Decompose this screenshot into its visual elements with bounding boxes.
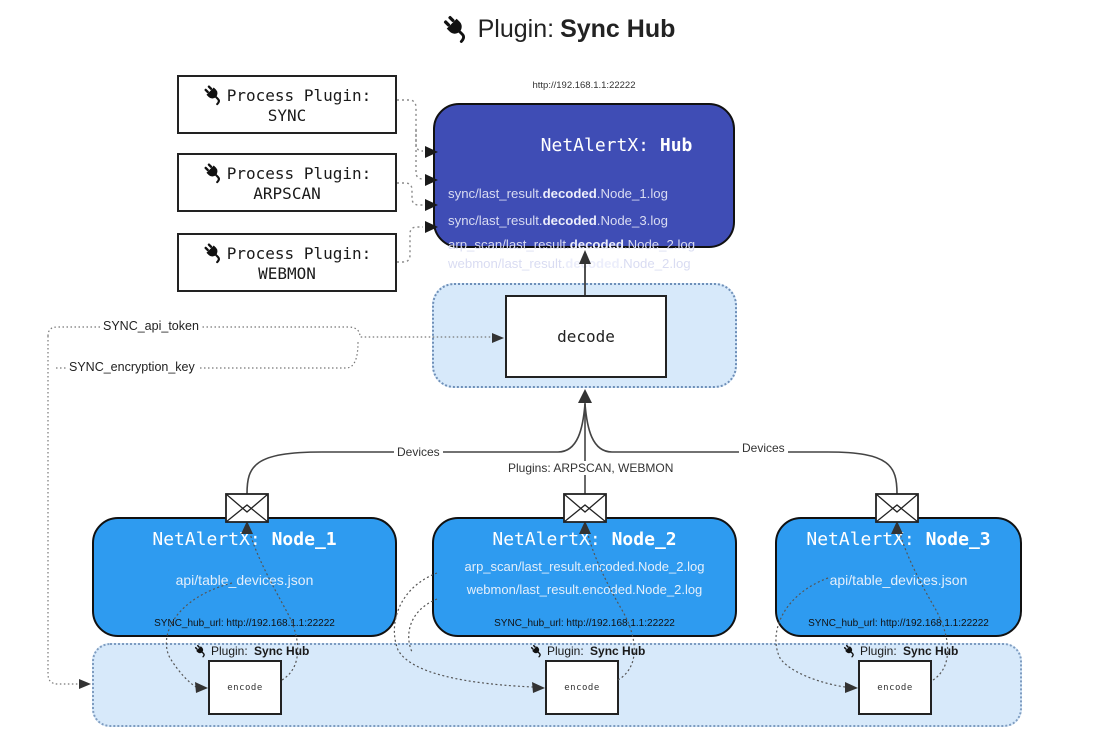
encode-plugin-label: Plugin: Sync Hub (194, 644, 309, 658)
node-box-node-2: NetAlertX: Node_2 arp_scan/last_result.e… (432, 517, 737, 637)
plug-icon (194, 644, 208, 658)
encode-box: encode (858, 660, 932, 715)
node-hub-url: SYNC_hub_url: http://192.168.1.1:22222 (154, 618, 335, 629)
process-plugin-box-webmon: Process Plugin: WEBMON (177, 233, 397, 292)
sync-api-token-label: SYNC_api_token (100, 319, 202, 333)
connector-plugins-to-hub (397, 99, 424, 263)
node-box-node-3: NetAlertX: Node_3 api/table_devices.json… (775, 517, 1022, 637)
process-plugin-box-arpscan: Process Plugin: ARPSCAN (177, 153, 397, 212)
encode-plugin-label: Plugin: Sync Hub (843, 644, 958, 658)
plug-icon (530, 644, 544, 658)
strip-settings-arrow (79, 679, 91, 689)
encode-plugin-label: Plugin: Sync Hub (530, 644, 645, 658)
node-title-name: Node_2 (611, 529, 677, 550)
plug-icon (203, 242, 225, 264)
node-title-prefix: NetAlertX: (492, 529, 612, 550)
page-title-prefix: Plugin: (477, 14, 555, 43)
node-file-line: arp_scan/last_result.encoded.Node_2.log (464, 559, 705, 574)
plugins-edge-label: Plugins: ARPSCAN, WEBMON (505, 461, 677, 475)
page-title: Plugin: Sync Hub (0, 14, 1117, 44)
encode-box: encode (208, 660, 282, 715)
hub-title: NetAlertX: Hub (435, 114, 733, 177)
connector-nodes-to-decode (246, 402, 898, 495)
hub-title-prefix: NetAlertX: (540, 135, 660, 156)
node-hub-url: SYNC_hub_url: http://192.168.1.1:22222 (808, 618, 989, 629)
plug-icon (203, 84, 225, 106)
process-plugin-name: WEBMON (258, 264, 316, 283)
node-title-name: Node_1 (271, 529, 337, 550)
node-hub-url: SYNC_hub_url: http://192.168.1.1:22222 (494, 618, 675, 629)
node-file-line: api/table_devices.json (175, 572, 314, 588)
process-plugin-name: SYNC (267, 106, 307, 125)
process-plugin-box-sync: Process Plugin: SYNC (177, 75, 397, 134)
process-plugin-name: ARPSCAN (253, 184, 321, 203)
node-file-line: webmon/last_result.encoded.Node_2.log (466, 582, 703, 597)
hub-log-line: webmon/last_result.decoded.Node_2.log (448, 256, 691, 271)
plug-icon (442, 14, 472, 44)
decode-box: decode (505, 295, 667, 378)
node-title-prefix: NetAlertX: (152, 529, 272, 550)
hub-url-label: http://192.168.1.1:22222 (532, 80, 636, 91)
hub-log-line: arp_scan/last_result.decoded.Node_2.log (448, 237, 696, 252)
node-box-node-1: NetAlertX: Node_1 api/table_devices.json… (92, 517, 397, 637)
process-plugin-label: Process Plugin: (226, 163, 372, 183)
node-file-line: api/table_devices.json (829, 572, 968, 588)
node-title-prefix: NetAlertX: (806, 529, 926, 550)
node-title-name: Node_3 (925, 529, 991, 550)
process-plugin-label: Process Plugin: (226, 243, 372, 263)
hub-title-name: Hub (659, 135, 693, 156)
process-plugin-label: Process Plugin: (226, 85, 372, 105)
decode-in-arrow (578, 389, 592, 403)
hub-log-line: sync/last_result.decoded.Node_3.log (448, 213, 668, 228)
devices-edge-label-right: Devices (739, 441, 788, 455)
hub-log-line: sync/last_result.decoded.Node_1.log (448, 186, 668, 201)
plug-icon (843, 644, 857, 658)
devices-edge-label-left: Devices (394, 445, 443, 459)
plug-icon (203, 162, 225, 184)
sync-encryption-key-label: SYNC_encryption_key (66, 360, 198, 374)
hub-box: NetAlertX: Hub sync/last_result.decoded.… (433, 103, 735, 271)
page-title-name: Sync Hub (560, 14, 676, 43)
encode-box: encode (545, 660, 619, 715)
